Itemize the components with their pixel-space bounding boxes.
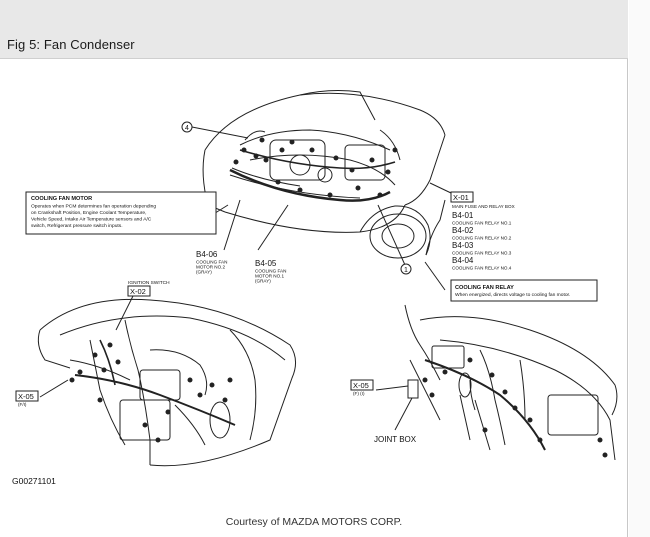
- b4-06-code: B4-06: [196, 250, 218, 259]
- cooling-fan-motor-title: COOLING FAN MOTOR: [31, 196, 92, 202]
- cooling-fan-motor-box: [25, 191, 217, 235]
- cooling-fan-motor-line-3: Vehicle Speed, Intake Air Temperature se…: [31, 217, 152, 223]
- credit-footer: Courtesy of MAZDA MOTORS CORP.: [225, 516, 403, 528]
- x01-code: X-01: [453, 193, 469, 202]
- x02-code: X-02: [130, 287, 146, 296]
- joint-box-label: JOINT BOX: [374, 435, 417, 444]
- b4-03-code: B4-03: [452, 241, 474, 250]
- figure-frame: [627, 0, 628, 537]
- b4-01-desc: COOLING FAN RELAY NO.1: [452, 221, 512, 226]
- figure-id: G00271101: [12, 476, 56, 486]
- page-margin: [629, 0, 650, 537]
- b4-06-line-1: COOLING FAN: [196, 260, 227, 265]
- b4-05-line-2: MOTOR NO.1: [255, 274, 284, 279]
- b4-05-code: B4-05: [255, 259, 277, 268]
- car-engine-illustration: [202, 90, 446, 259]
- ignition-switch-label: IGNITION SWITCH: [128, 280, 170, 286]
- b4-06-line-3: (GRAY): [196, 270, 212, 275]
- cooling-fan-relay-box: [450, 279, 598, 302]
- cooling-fan-relay-line-1: When energized, directs voltage to cooli…: [455, 292, 570, 298]
- b4-06-line-2: MOTOR NO.2: [196, 265, 225, 270]
- b4-03-desc: COOLING FAN RELAY NO.3: [452, 251, 512, 256]
- cooling-fan-relay-title: COOLING FAN RELAY: [455, 285, 514, 291]
- cooling-fan-motor-line-4: switch, Refrigerant pressure switch inpu…: [31, 223, 123, 229]
- right-dashboard-illustration: [404, 304, 618, 461]
- left-x05-sub: (F/I): [18, 402, 27, 407]
- b4-05-line-3: (GRAY): [255, 279, 271, 284]
- left-dashboard-illustration: [37, 298, 296, 467]
- cooling-fan-motor-line-2: on Crankshaft Position, Engine Coolant T…: [31, 210, 146, 216]
- b4-02-desc: COOLING FAN RELAY NO.2: [452, 236, 512, 241]
- right-x05-sub: (F) (I): [353, 391, 365, 396]
- right-x05-code: X-05: [353, 381, 369, 390]
- b4-05-line-1: COOLING FAN: [255, 269, 286, 274]
- marker-1: 1: [404, 267, 408, 274]
- b4-04-desc: COOLING FAN RELAY NO.4: [452, 266, 512, 271]
- figure-title: Fig 5: Fan Condenser: [7, 37, 135, 52]
- figure-header: Fig 5: Fan Condenser: [0, 0, 628, 59]
- b4-02-code: B4-02: [452, 226, 474, 235]
- cooling-fan-motor-line-1: Operates when PCM determines fan operati…: [31, 204, 156, 210]
- left-x05-code: X-05: [18, 392, 34, 401]
- marker-4: 4: [185, 125, 189, 132]
- wiring-diagram: 4 1 COOLING FAN MOTOR Operates when PCM …: [15, 90, 618, 467]
- b4-01-code: B4-01: [452, 211, 474, 220]
- x01-desc: MAIN FUSE AND RELAY BOX: [452, 204, 515, 209]
- b4-04-code: B4-04: [452, 256, 474, 265]
